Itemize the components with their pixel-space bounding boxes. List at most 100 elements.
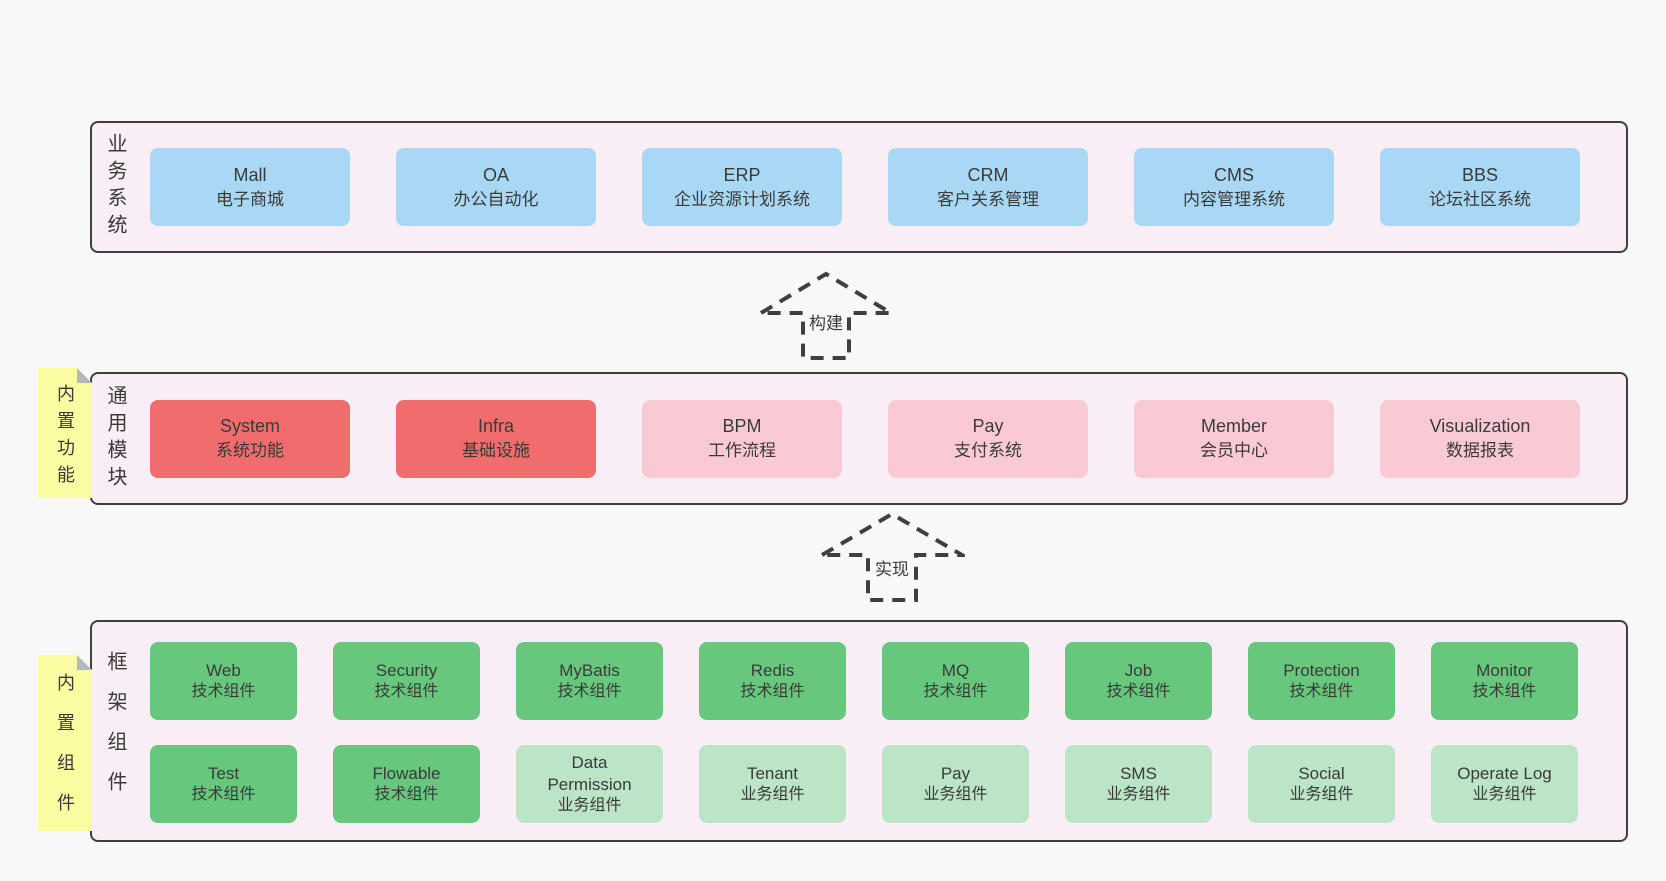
box-subtitle: 业务组件	[1289, 785, 1354, 803]
builtin-components-sticky-note: 内置组件	[38, 655, 92, 831]
box-title: System	[219, 416, 280, 436]
box-subtitle: 企业资源计划系统	[674, 189, 810, 209]
box-title: Test	[207, 763, 240, 783]
box-subtitle: 数据报表	[1446, 441, 1514, 461]
component-box-mybatis: MyBatis 技术组件	[516, 642, 663, 720]
box-title: Social	[1298, 763, 1345, 783]
box-title: Pay	[940, 763, 971, 783]
box-title: CRM	[967, 164, 1009, 185]
system-box-crm: CRM 客户关系管理	[888, 148, 1088, 226]
box-subtitle: 业务组件	[1106, 785, 1171, 803]
box-subtitle: 技术组件	[1472, 682, 1537, 700]
system-box-erp: ERP 企业资源计划系统	[642, 148, 842, 226]
box-title: Infra	[477, 416, 515, 436]
component-box-social: Social 业务组件	[1248, 745, 1395, 823]
component-box-sms: SMS 业务组件	[1065, 745, 1212, 823]
box-subtitle: 技术组件	[923, 682, 988, 700]
box-title: BBS	[1461, 164, 1499, 185]
box-subtitle: 系统功能	[216, 441, 284, 461]
band-label-common-modules: 通用模块	[104, 384, 126, 493]
box-subtitle: 内容管理系统	[1183, 189, 1285, 209]
component-box-job: Job 技术组件	[1065, 642, 1212, 720]
box-title: ERP	[723, 164, 761, 185]
box-title: Member	[1200, 416, 1267, 436]
implement-arrow-label: 实现	[872, 555, 912, 580]
box-subtitle: 会员中心	[1200, 441, 1268, 461]
box-title: Tenant	[746, 763, 799, 783]
box-subtitle: 技术组件	[740, 682, 805, 700]
box-subtitle: 技术组件	[191, 785, 256, 803]
box-subtitle: 办公自动化	[453, 189, 539, 209]
box-subtitle: 基础设施	[462, 441, 530, 461]
component-box-security: Security 技术组件	[333, 642, 480, 720]
box-subtitle: 业务组件	[1472, 785, 1537, 803]
system-box-mall: Mall 电子商城	[150, 148, 350, 226]
module-box-bpm: BPM 工作流程	[642, 399, 842, 478]
common-modules-boxes: System 系统功能 Infra 基础设施 BPM 工作流程 Pay 支付系统…	[150, 399, 1580, 478]
builtin-features-sticky-label: 内置功能	[55, 384, 75, 492]
business-systems-boxes: Mall 电子商城 OA 办公自动化 ERP 企业资源计划系统 CRM 客户关系…	[150, 148, 1580, 226]
component-box-mq: MQ 技术组件	[882, 642, 1029, 720]
box-title: CMS	[1214, 164, 1254, 185]
component-box-operate-log: Operate Log 业务组件	[1431, 745, 1578, 823]
component-box-monitor: Monitor 技术组件	[1431, 642, 1578, 720]
module-box-infra: Infra 基础设施	[396, 399, 596, 478]
box-subtitle: 业务组件	[740, 785, 805, 803]
business-systems-band: 业务系统 Mall 电子商城 OA 办公自动化 ERP 企业资源计划系统 CRM…	[90, 121, 1628, 253]
sticky-fold-corner	[77, 368, 92, 383]
component-box-data-permission: Data Permission 业务组件	[516, 745, 663, 823]
builtin-features-sticky-note: 内置功能	[38, 368, 92, 498]
component-box-redis: Redis 技术组件	[699, 642, 846, 720]
box-title: Pay	[972, 416, 1004, 436]
builtin-components-sticky-label: 内置组件	[55, 673, 75, 833]
box-subtitle: 业务组件	[557, 796, 622, 814]
framework-components-band: 框架组件 Web 技术组件 Security 技术组件 MyBatis 技术组件…	[90, 620, 1628, 842]
box-subtitle: 技术组件	[557, 682, 622, 700]
box-title: BPM	[722, 416, 762, 436]
box-title: Web	[206, 660, 241, 680]
box-title: Security	[375, 660, 438, 680]
box-subtitle: 技术组件	[191, 682, 256, 700]
component-box-test: Test 技术组件	[150, 745, 297, 823]
build-arrow-label: 构建	[806, 309, 846, 334]
box-subtitle: 论坛社区系统	[1429, 189, 1531, 209]
box-title: MyBatis	[559, 660, 620, 680]
box-subtitle: 电子商城	[216, 189, 284, 209]
module-box-visualization: Visualization 数据报表	[1380, 399, 1580, 478]
component-box-protection: Protection 技术组件	[1248, 642, 1395, 720]
module-box-member: Member 会员中心	[1134, 399, 1334, 478]
framework-components-grid: Web 技术组件 Security 技术组件 MyBatis 技术组件 Redi…	[150, 642, 1578, 823]
band-label-framework-components: 框架组件	[104, 651, 126, 811]
box-subtitle: 客户关系管理	[937, 189, 1039, 209]
box-title: SMS	[1120, 763, 1157, 783]
box-title: Flowable	[372, 763, 441, 783]
box-subtitle: 技术组件	[1106, 682, 1171, 700]
box-subtitle: 技术组件	[1289, 682, 1354, 700]
build-arrow: 构建	[758, 267, 894, 361]
box-title: MQ	[941, 660, 970, 680]
box-title: Protection	[1283, 660, 1360, 680]
box-subtitle: 支付系统	[954, 441, 1022, 461]
box-title: Job	[1124, 660, 1153, 680]
system-box-cms: CMS 内容管理系统	[1134, 148, 1334, 226]
component-box-pay: Pay 业务组件	[882, 745, 1029, 823]
up-arrow-dashed-icon	[819, 511, 965, 602]
component-box-tenant: Tenant 业务组件	[699, 745, 846, 823]
up-arrow-dashed-icon	[758, 271, 894, 360]
component-box-web: Web 技术组件	[150, 642, 297, 720]
box-title: Data Permission	[547, 752, 632, 794]
implement-arrow: 实现	[819, 507, 965, 603]
common-modules-band: 通用模块 System 系统功能 Infra 基础设施 BPM 工作流程 Pay…	[90, 372, 1628, 505]
box-title: Operate Log	[1457, 763, 1552, 783]
box-title: OA	[482, 164, 509, 185]
system-box-oa: OA 办公自动化	[396, 148, 596, 226]
box-title: Redis	[750, 660, 795, 680]
band-label-business-systems: 业务系统	[104, 133, 126, 241]
system-box-bbs: BBS 论坛社区系统	[1380, 148, 1580, 226]
box-title: Visualization	[1429, 416, 1531, 436]
module-box-system: System 系统功能	[150, 399, 350, 478]
box-subtitle: 技术组件	[374, 682, 439, 700]
box-title: Monitor	[1476, 660, 1533, 680]
box-title: Mall	[233, 164, 267, 185]
box-subtitle: 技术组件	[374, 785, 439, 803]
